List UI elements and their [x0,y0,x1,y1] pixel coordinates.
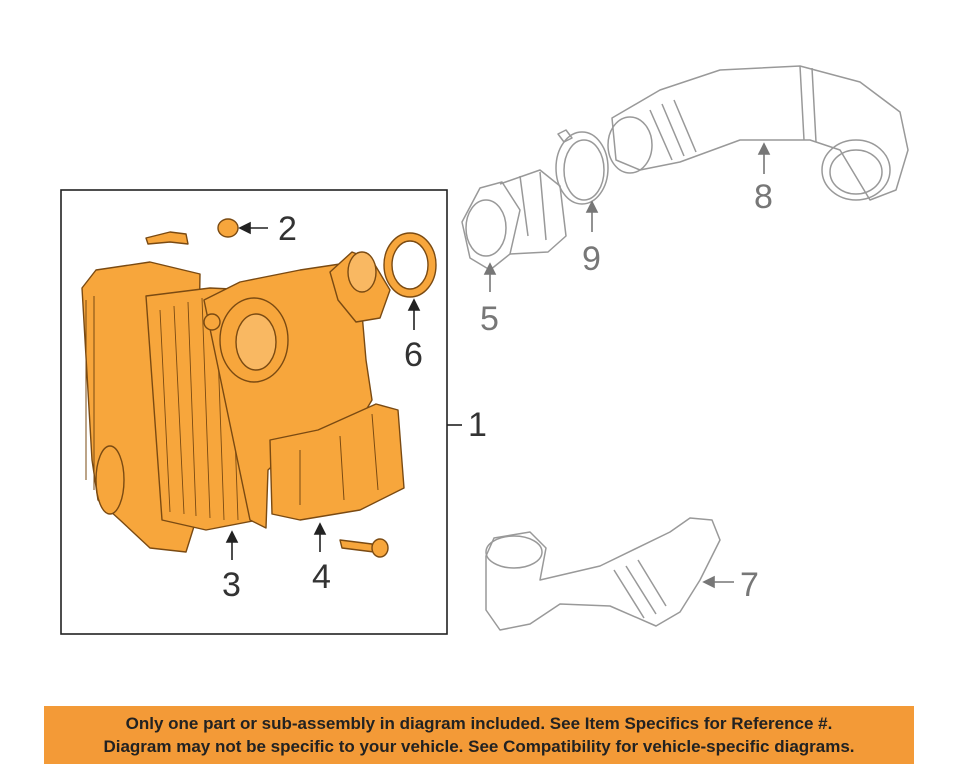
mount-bolt [339,539,375,553]
lower-duct-bellows [613,559,667,619]
mount-bolt-head [371,538,389,558]
assembly-frame [60,189,448,635]
upper-duct-outlet [821,139,891,201]
seal-ring-inner [391,240,429,290]
callout-1: 1 [468,406,487,444]
callout-4: 4 [312,558,331,596]
disclaimer-line-2: Diagram may not be specific to your vehi… [103,737,855,756]
upper-duct-body [611,65,909,201]
callout-5: 5 [480,300,499,338]
callout-6: 6 [404,336,423,374]
upper-duct-outlet-inner [829,149,883,195]
cover-mount-boss [203,313,221,331]
leader-4-head [313,522,327,535]
leader-lines [225,221,421,560]
shield-detail [299,413,379,505]
callout-2: 2 [278,210,297,248]
adapter-bore [465,199,507,257]
clamp-ring-inner [563,139,605,201]
leader-9-head [585,200,599,213]
upper-clip [145,231,189,245]
parts-diagram: 1 2 3 4 5 6 7 8 9 [60,65,909,635]
leader-8-head [757,142,771,155]
leader-2-head [238,221,251,235]
cover-outlet-bore [235,313,277,371]
leader-3-head [225,530,239,543]
resonator-shield [269,403,405,521]
lower-duct-opening [485,535,543,569]
leader-5-head [483,262,497,275]
callout-3: 3 [222,566,241,604]
disclaimer-line-1: Only one part or sub-assembly in diagram… [125,714,833,733]
grey-leader-lines [483,142,771,589]
disclaimer-banner: Only one part or sub-assembly in diagram… [44,706,914,764]
adapter-flange [461,181,521,271]
lower-duct-body [485,517,721,631]
adapter-ribs [519,171,547,241]
air-cleaner-assembly [81,218,437,558]
adapter-body [499,169,567,255]
callout-9: 9 [582,240,601,278]
callout-8: 8 [754,178,773,216]
upper-duct-inlet [607,116,653,174]
clamp-screw [557,129,573,143]
lower-housing-port [95,445,125,515]
upper-duct-bellows [649,65,817,161]
housing-ribs [85,296,95,490]
callout-7: 7 [740,566,759,604]
grey-parts [461,65,909,631]
clamp-ring-outer [555,131,609,205]
leader-6-head [407,298,421,311]
leader-7-head [702,575,715,589]
filter-pleats [159,293,239,521]
grommet [217,218,239,238]
intake-neck-opening [347,251,377,293]
